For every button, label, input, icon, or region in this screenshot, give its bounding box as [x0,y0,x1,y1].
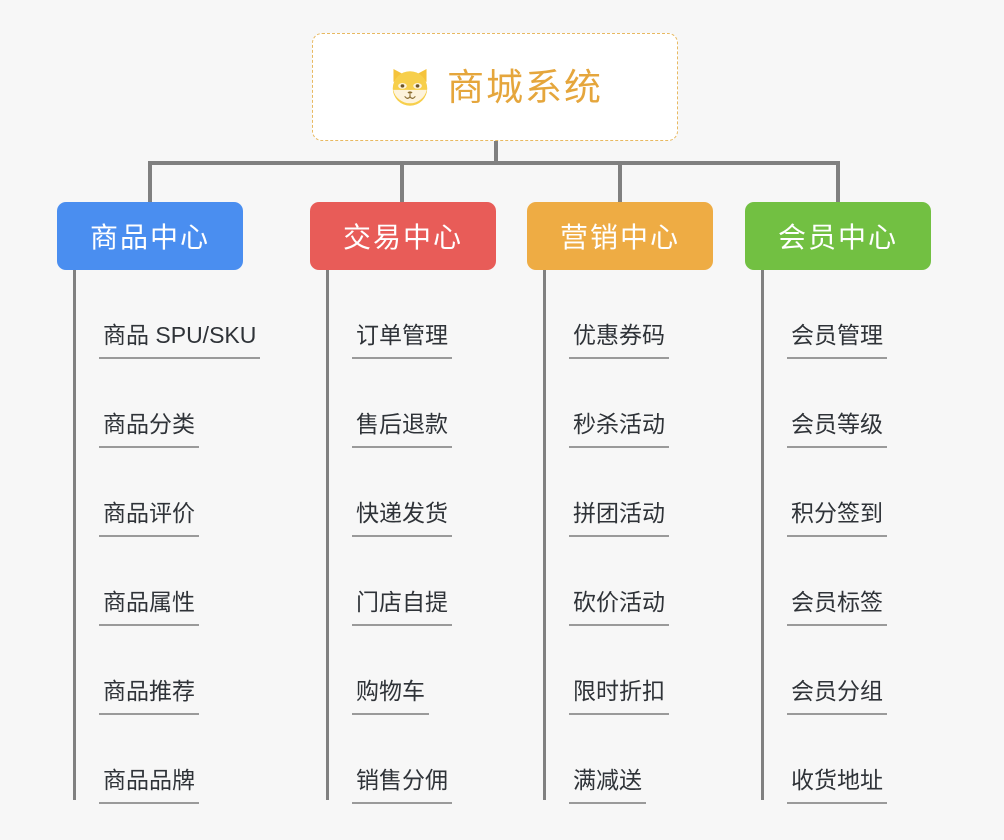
connector-root-stem [494,141,498,165]
list-item[interactable]: 秒杀活动 [527,359,757,448]
leaf-list-product: 商品 SPU/SKU 商品分类 商品评价 商品属性 商品推荐 商品品牌 [57,270,307,804]
list-item[interactable]: 会员分组 [745,626,975,715]
connector-horizontal-bus [148,161,840,165]
list-item[interactable]: 会员等级 [745,359,975,448]
leaf-label: 商品品牌 [99,766,199,804]
branch-header-trade[interactable]: 交易中心 [310,202,496,270]
leaf-label: 商品属性 [99,588,199,626]
dog-face-icon [392,69,428,106]
branch-header-marketing[interactable]: 营销中心 [527,202,713,270]
leaf-list-marketing: 优惠券码 秒杀活动 拼团活动 砍价活动 限时折扣 满减送 [527,270,757,804]
list-item[interactable]: 商品分类 [57,359,307,448]
connector-branch-1-stem [148,161,152,202]
branch-column-member: 会员中心 会员管理 会员等级 积分签到 会员标签 会员分组 收货地址 [745,202,975,804]
list-item[interactable]: 销售分佣 [310,715,540,804]
connector-branch-2-stem [400,161,404,202]
branch-spine-marketing [543,270,546,800]
leaf-label: 订单管理 [352,321,452,359]
list-item[interactable]: 积分签到 [745,448,975,537]
branch-header-label: 营销中心 [559,222,680,253]
leaf-label: 积分签到 [787,499,887,537]
list-item[interactable]: 砍价活动 [527,537,757,626]
list-item[interactable]: 收货地址 [745,715,975,804]
leaf-label: 限时折扣 [569,677,669,715]
leaf-list-member: 会员管理 会员等级 积分签到 会员标签 会员分组 收货地址 [745,270,975,804]
leaf-label: 会员标签 [787,588,887,626]
list-item[interactable]: 限时折扣 [527,626,757,715]
branch-header-member[interactable]: 会员中心 [745,202,931,270]
list-item[interactable]: 商品评价 [57,448,307,537]
leaf-label: 商品分类 [99,410,199,448]
list-item[interactable]: 订单管理 [310,270,540,359]
list-item[interactable]: 商品 SPU/SKU [57,270,307,359]
connector-branch-3-stem [618,161,622,202]
branch-spine-trade [326,270,329,800]
leaf-label: 收货地址 [787,766,887,804]
list-item[interactable]: 商品品牌 [57,715,307,804]
root-title: 商城系统 [447,66,603,108]
branch-column-marketing: 营销中心 优惠券码 秒杀活动 拼团活动 砍价活动 限时折扣 满减送 [527,202,757,804]
leaf-label: 会员管理 [787,321,887,359]
leaf-label: 会员等级 [787,410,887,448]
branch-column-product: 商品中心 商品 SPU/SKU 商品分类 商品评价 商品属性 商品推荐 商品品牌 [57,202,307,804]
list-item[interactable]: 满减送 [527,715,757,804]
list-item[interactable]: 门店自提 [310,537,540,626]
leaf-label: 秒杀活动 [569,410,669,448]
leaf-list-trade: 订单管理 售后退款 快递发货 门店自提 购物车 销售分佣 [310,270,540,804]
branch-column-trade: 交易中心 订单管理 售后退款 快递发货 门店自提 购物车 销售分佣 [310,202,540,804]
list-item[interactable]: 商品推荐 [57,626,307,715]
branch-header-label: 交易中心 [342,222,463,253]
leaf-label: 售后退款 [352,410,452,448]
root-node[interactable]: 商城系统 [312,33,678,141]
connector-branch-4-stem [836,161,840,202]
leaf-label: 门店自提 [352,588,452,626]
branch-spine-product [73,270,76,800]
branch-header-product[interactable]: 商品中心 [57,202,243,270]
list-item[interactable]: 优惠券码 [527,270,757,359]
list-item[interactable]: 购物车 [310,626,540,715]
leaf-label: 会员分组 [787,677,887,715]
leaf-label: 购物车 [352,677,429,715]
list-item[interactable]: 拼团活动 [527,448,757,537]
leaf-label: 商品 SPU/SKU [99,321,261,359]
leaf-label: 商品推荐 [99,677,199,715]
list-item[interactable]: 会员管理 [745,270,975,359]
leaf-label: 砍价活动 [569,588,669,626]
leaf-label: 快递发货 [352,499,452,537]
list-item[interactable]: 快递发货 [310,448,540,537]
list-item[interactable]: 售后退款 [310,359,540,448]
branch-spine-member [761,270,764,800]
list-item[interactable]: 会员标签 [745,537,975,626]
list-item[interactable]: 商品属性 [57,537,307,626]
leaf-label: 销售分佣 [352,766,452,804]
branch-header-label: 会员中心 [777,222,898,253]
leaf-label: 优惠券码 [569,321,669,359]
branch-header-label: 商品中心 [89,222,210,253]
leaf-label: 拼团活动 [569,499,669,537]
leaf-label: 满减送 [569,766,646,804]
leaf-label: 商品评价 [99,499,199,537]
